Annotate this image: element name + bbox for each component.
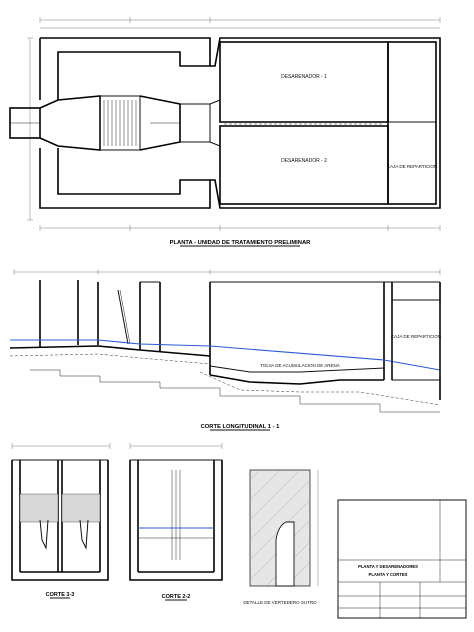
detalle-title: DETALLE DE VERTEDERO SUTRO	[243, 600, 317, 605]
caja-label-plan: CAJA DE REPARTICION	[387, 164, 437, 169]
plan-view: DESARENADOR - 1 DESARENADOR - 2 CAJA DE …	[9, 17, 441, 247]
bar-screen	[103, 100, 137, 146]
corte-2-title: CORTE 2-2	[162, 594, 191, 600]
water-surface	[10, 339, 441, 371]
desarenador-1-label: DESARENADOR - 1	[281, 74, 327, 80]
longitudinal-title: CORTE LONGITUDINAL 1 - 1	[201, 424, 281, 430]
desarenador-2-label: DESARENADOR - 2	[281, 158, 327, 164]
corte-3-3: CORTE 3-3	[11, 443, 111, 599]
longitudinal-section: TOLVA DE ACUMULACION DE ARENA CAJA DE RE…	[9, 269, 441, 431]
desarenador-1-chamber	[219, 41, 389, 123]
caja-label-section: CAJA DE REPARTICION	[391, 334, 441, 339]
desarenador-2-chamber	[219, 125, 389, 205]
title-block-line2: PLANTA Y CORTES	[369, 572, 408, 577]
tolva-label: TOLVA DE ACUMULACION DE ARENA	[260, 363, 340, 368]
title-block: PLANTA Y DESARENADORES PLANTA Y CORTES	[337, 499, 467, 619]
detalle-vertedero: DETALLE DE VERTEDERO SUTRO	[243, 469, 319, 605]
title-block-line1: PLANTA Y DESARENADORES	[358, 564, 418, 569]
corte-3-title: CORTE 3-3	[46, 592, 75, 598]
caja-reparticion-plan	[387, 41, 437, 205]
plan-title: PLANTA - UNIDAD DE TRATAMIENTO PRELIMINA…	[170, 240, 312, 246]
corte-2-2: CORTE 2-2	[129, 443, 223, 601]
